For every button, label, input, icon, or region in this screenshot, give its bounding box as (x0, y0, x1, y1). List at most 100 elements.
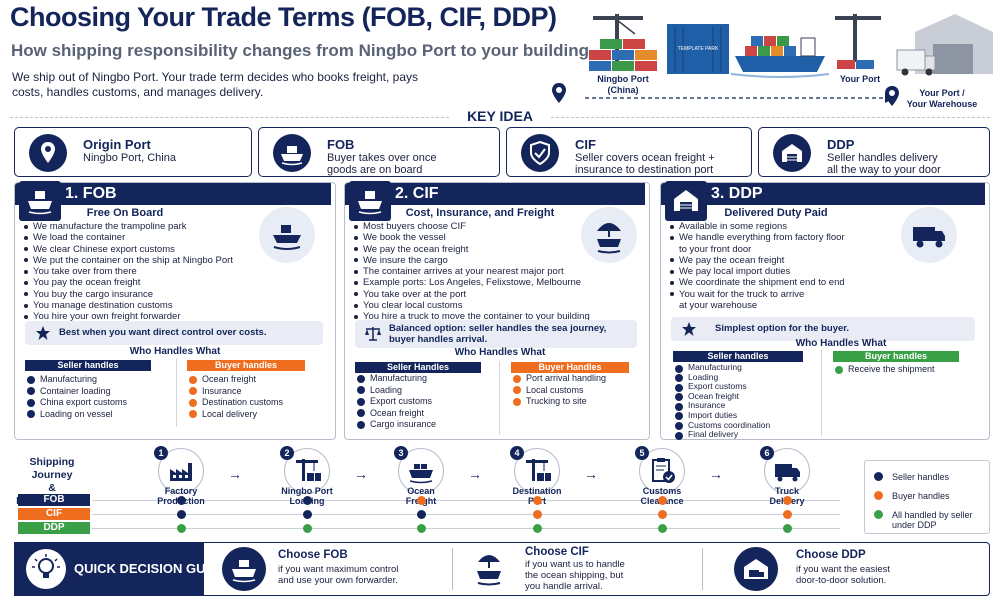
list-item: We insure the cargo (353, 255, 590, 266)
arrow-right-icon: → (584, 466, 598, 482)
cargo-ship-icon (730, 36, 830, 78)
ship-icon (273, 134, 311, 172)
responsibility-dot-fob (533, 496, 542, 505)
key-box-title: CIF (575, 137, 596, 152)
ship-icon (19, 181, 61, 221)
responsibility-dot-fob (177, 496, 186, 505)
choose-ddp-title: Choose DDP (796, 549, 866, 561)
shipping-route-illustration: TEMPLATE PARK (585, 10, 995, 110)
list-item: You hire your own freight forwarder (23, 311, 233, 322)
list-item: Manufacturing (27, 374, 127, 386)
list-item: We book the vessel (353, 232, 590, 243)
list-item: Customs coordination (675, 420, 770, 431)
port-crane-icon (593, 14, 643, 62)
responsibility-dot-fob (783, 496, 792, 505)
ddp-subheading: Delivered Duty Paid (724, 207, 828, 219)
seller-handles-header: Seller handles (25, 360, 151, 371)
insured-ship-icon (466, 546, 512, 592)
key-box-text: Seller covers ocean freight +insurance t… (575, 152, 715, 176)
journey-row-line (92, 514, 840, 515)
list-item: Export customs (357, 396, 436, 408)
responsibility-dot-cif (303, 510, 312, 519)
container-stack-icon (589, 39, 657, 71)
buyer-handles-header: Buyer handles (833, 351, 959, 362)
list-item: We pay the ocean freight (353, 244, 590, 255)
responsibility-dot-ddp (533, 524, 542, 533)
list-item: Loading (357, 385, 436, 397)
step-number: 6 (760, 446, 774, 460)
buyer-handles-header: Buyer Handles (511, 362, 629, 373)
fob-heading: 1. FOB (15, 183, 331, 205)
responsibility-dot-fob (417, 496, 426, 505)
list-item: Receive the shipment (835, 364, 935, 376)
list-item: Ocean freight (189, 374, 283, 386)
list-item: at your warehouse (679, 300, 758, 312)
ddp-heading: 3. DDP (661, 183, 985, 205)
list-item: to your front door (679, 243, 752, 255)
warehouse-icon (665, 181, 707, 221)
responsibility-dot-fob (303, 496, 312, 505)
page-subtitle: How shipping responsibility changes from… (11, 41, 589, 60)
location-pin-icon (884, 85, 900, 107)
insured-ship-icon (581, 207, 637, 263)
responsibility-dot-cif (658, 510, 667, 519)
who-handles-title: Who Handles What (129, 346, 221, 357)
step-number: 2 (280, 446, 294, 460)
responsibility-dot-cif (783, 510, 792, 519)
choose-cif-title: Choose CIF (525, 546, 589, 558)
who-handles-title: Who Handles What (454, 347, 546, 358)
journey-row-label-fob: FOB (18, 494, 90, 506)
responsibility-dot-cif (177, 510, 186, 519)
key-idea-label: KEY IDEA (450, 108, 550, 124)
responsibility-dot-ddp (303, 524, 312, 533)
page-title: Choosing Your Trade Terms (FOB, CIF, DDP… (10, 2, 557, 32)
factory-icon (158, 448, 204, 494)
fob-note: Best when you want direct control over c… (25, 321, 323, 345)
buyer-list: Receive the shipment (835, 364, 935, 376)
responsibility-dot-ddp (783, 524, 792, 533)
legend: Seller handles Buyer handles All handled… (864, 460, 990, 534)
list-item: China export customs (27, 397, 127, 409)
list-item: We load the container (23, 232, 233, 243)
list-item: You buy the cargo insurance (23, 289, 233, 300)
list-item: You pay the ocean freight (23, 277, 233, 288)
responsibility-dot-ddp (177, 524, 186, 533)
list-item: Insurance (675, 401, 770, 411)
journey-row-label-cif: CIF (18, 508, 90, 520)
key-box-cif: CIF Seller covers ocean freight +insuran… (506, 127, 752, 177)
fob-subheading: Free On Board (86, 207, 164, 219)
list-item: Ocean freight (675, 391, 770, 402)
legend-dot-ddp (874, 510, 883, 519)
list-item: You take over from there (23, 266, 233, 277)
choose-fob-title: Choose FOB (278, 549, 348, 561)
lightbulb-icon (26, 549, 66, 589)
journey-row-label-ddp: DDP (18, 522, 90, 534)
list-item: You hire a truck to move the container t… (353, 311, 590, 322)
journey-row-line (92, 500, 840, 501)
legend-seller: Seller handles (892, 472, 950, 482)
responsibility-dot-fob (658, 496, 667, 505)
ship-icon (349, 181, 391, 221)
buyer-handles-header: Buyer handles (187, 360, 305, 371)
ddp-panel: 3. DDP Delivered Duty Paid Available in … (660, 181, 990, 440)
list-item: You take over at the port (353, 289, 590, 300)
scale-icon (365, 327, 381, 341)
list-item: We pay local import duties (669, 266, 845, 277)
truck-icon (901, 207, 957, 263)
arrow-right-icon: → (354, 466, 368, 482)
ddp-note: Simplest option for the buyer. (671, 317, 975, 341)
destination-port-label: Your Port (839, 74, 881, 84)
seller-handles-header: Seller Handles (355, 362, 481, 373)
